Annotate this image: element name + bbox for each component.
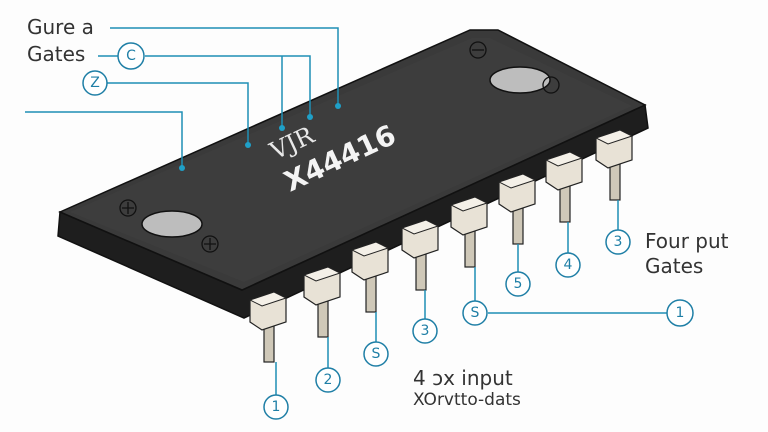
label-right-line2: Gates — [645, 254, 704, 278]
svg-text:2: 2 — [324, 372, 333, 388]
svg-text:1: 1 — [676, 305, 685, 321]
svg-text:1: 1 — [272, 399, 281, 415]
pin-callout: 4 — [555, 222, 581, 278]
label-right-line1: Four put — [645, 229, 729, 253]
svg-text:C: C — [126, 48, 136, 64]
svg-text:3: 3 — [614, 234, 623, 250]
label-top-left-line2: Gates — [27, 42, 86, 66]
pin-callout: 2 — [315, 337, 341, 393]
pin-6 — [497, 173, 537, 245]
label-bottom-line1: 4 ɔx input — [413, 366, 513, 390]
label-top-left-line1: Gure a — [27, 15, 94, 39]
pin-1 — [248, 291, 288, 363]
pin-8 — [594, 129, 634, 201]
pin-callout: 1 — [263, 362, 289, 420]
mounting-hole — [141, 210, 203, 238]
pin-callout: 3 — [412, 290, 438, 344]
pin-4 — [400, 219, 440, 291]
svg-text:S: S — [471, 305, 480, 321]
pin-5 — [449, 196, 489, 268]
pin-2 — [302, 266, 342, 338]
front-pins — [248, 129, 634, 363]
label-bottom-line2: XOrvtto-dats — [413, 390, 521, 410]
callout-c: C — [117, 42, 145, 70]
pin-callout: 5 — [505, 244, 531, 297]
pin-callout: S — [363, 312, 389, 367]
mounting-hole — [489, 66, 551, 94]
pin-callout: S — [462, 267, 488, 326]
svg-text:Z: Z — [90, 75, 100, 91]
callout-leads-top — [25, 27, 341, 171]
svg-text:3: 3 — [421, 323, 430, 339]
pin-3 — [350, 241, 390, 313]
pin-callout: 3 — [605, 200, 631, 255]
svg-text:4: 4 — [564, 257, 573, 273]
plus-marking — [119, 41, 560, 253]
callout-far-right: 1 — [666, 299, 694, 327]
svg-text:S: S — [372, 346, 381, 362]
svg-text:5: 5 — [514, 276, 523, 292]
pin-7 — [544, 151, 584, 223]
callout-z: Z — [82, 70, 108, 96]
